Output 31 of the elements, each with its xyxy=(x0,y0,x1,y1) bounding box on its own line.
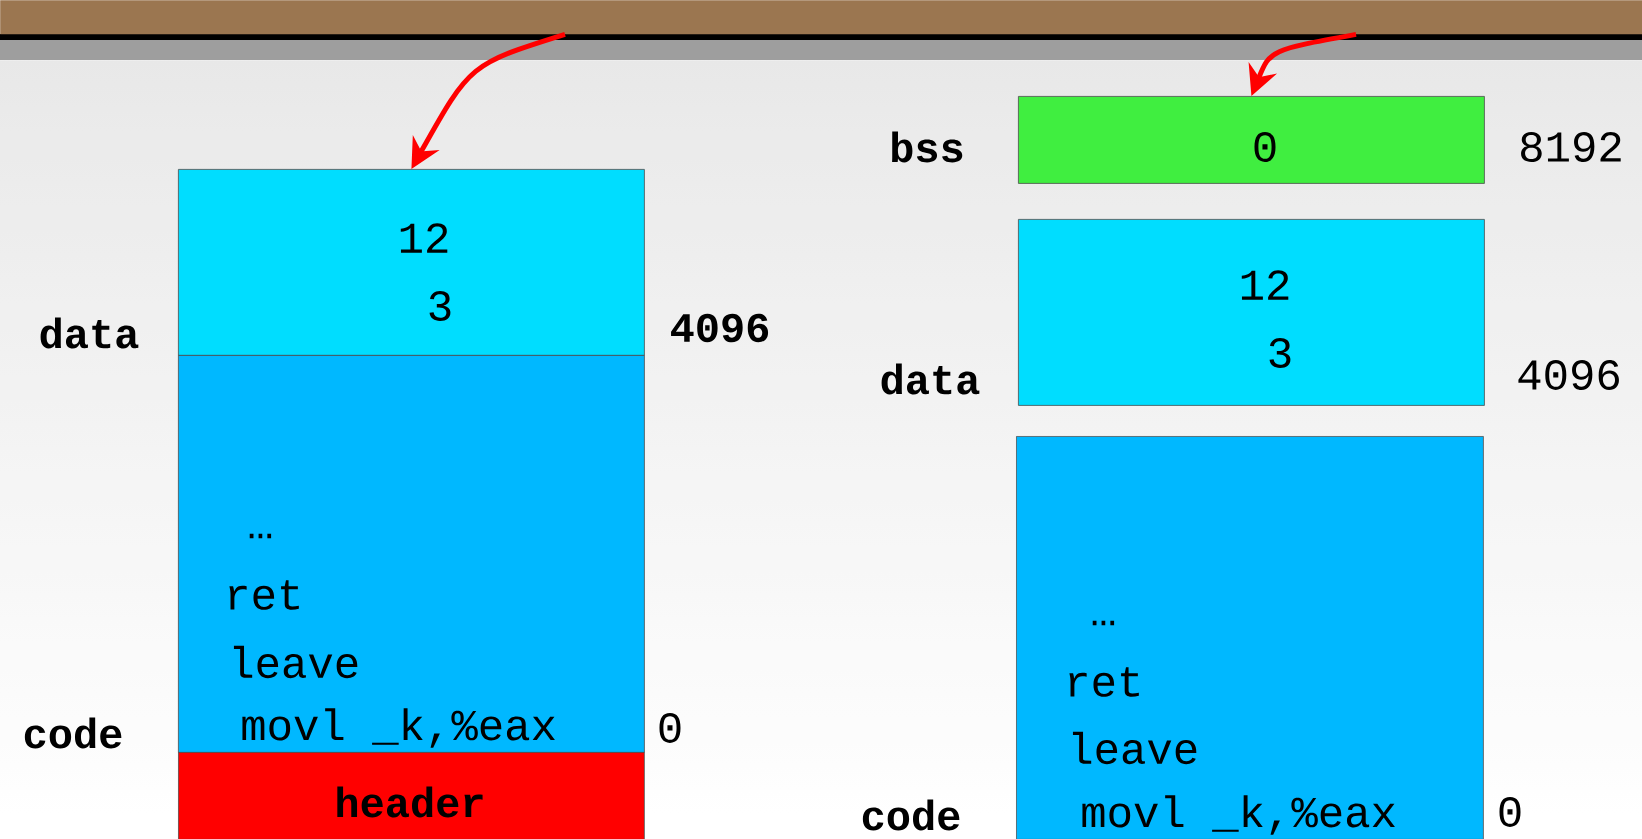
segment-label: code xyxy=(862,799,960,831)
address-label: 0 xyxy=(659,713,681,743)
segment-label: bss xyxy=(892,131,963,163)
address-label: 4096 xyxy=(671,313,769,343)
memory-box xyxy=(178,169,645,356)
box-text: 0 xyxy=(1254,132,1276,162)
box-text: 3 xyxy=(429,291,451,321)
box-text: leave xyxy=(1072,731,1197,765)
memory-box xyxy=(178,752,645,839)
memory-box xyxy=(178,355,645,753)
box-text: 3 xyxy=(1269,338,1291,368)
segment-label: data xyxy=(40,317,139,349)
box-text: 12 xyxy=(1241,270,1289,300)
address-label: 4096 xyxy=(1518,360,1619,390)
address-label: 8192 xyxy=(1521,132,1621,162)
box-text: movl _k,%eax xyxy=(1082,795,1395,835)
title-bar xyxy=(0,0,1642,35)
address-label: 0 xyxy=(1499,797,1521,827)
box-text: ret xyxy=(1069,667,1139,697)
box-text: 12 xyxy=(400,223,448,253)
box-text: ret xyxy=(229,580,299,610)
box-text: header xyxy=(337,786,483,818)
box-text: … xyxy=(249,533,272,539)
segment-label: data xyxy=(881,363,980,395)
box-text: … xyxy=(1092,620,1115,626)
box-text: movl _k,%eax xyxy=(242,708,555,748)
memory-box xyxy=(1016,436,1484,839)
memory-box xyxy=(1018,219,1485,406)
memory-box xyxy=(1018,96,1485,184)
segment-label: code xyxy=(24,717,122,749)
box-text: leave xyxy=(233,645,358,679)
